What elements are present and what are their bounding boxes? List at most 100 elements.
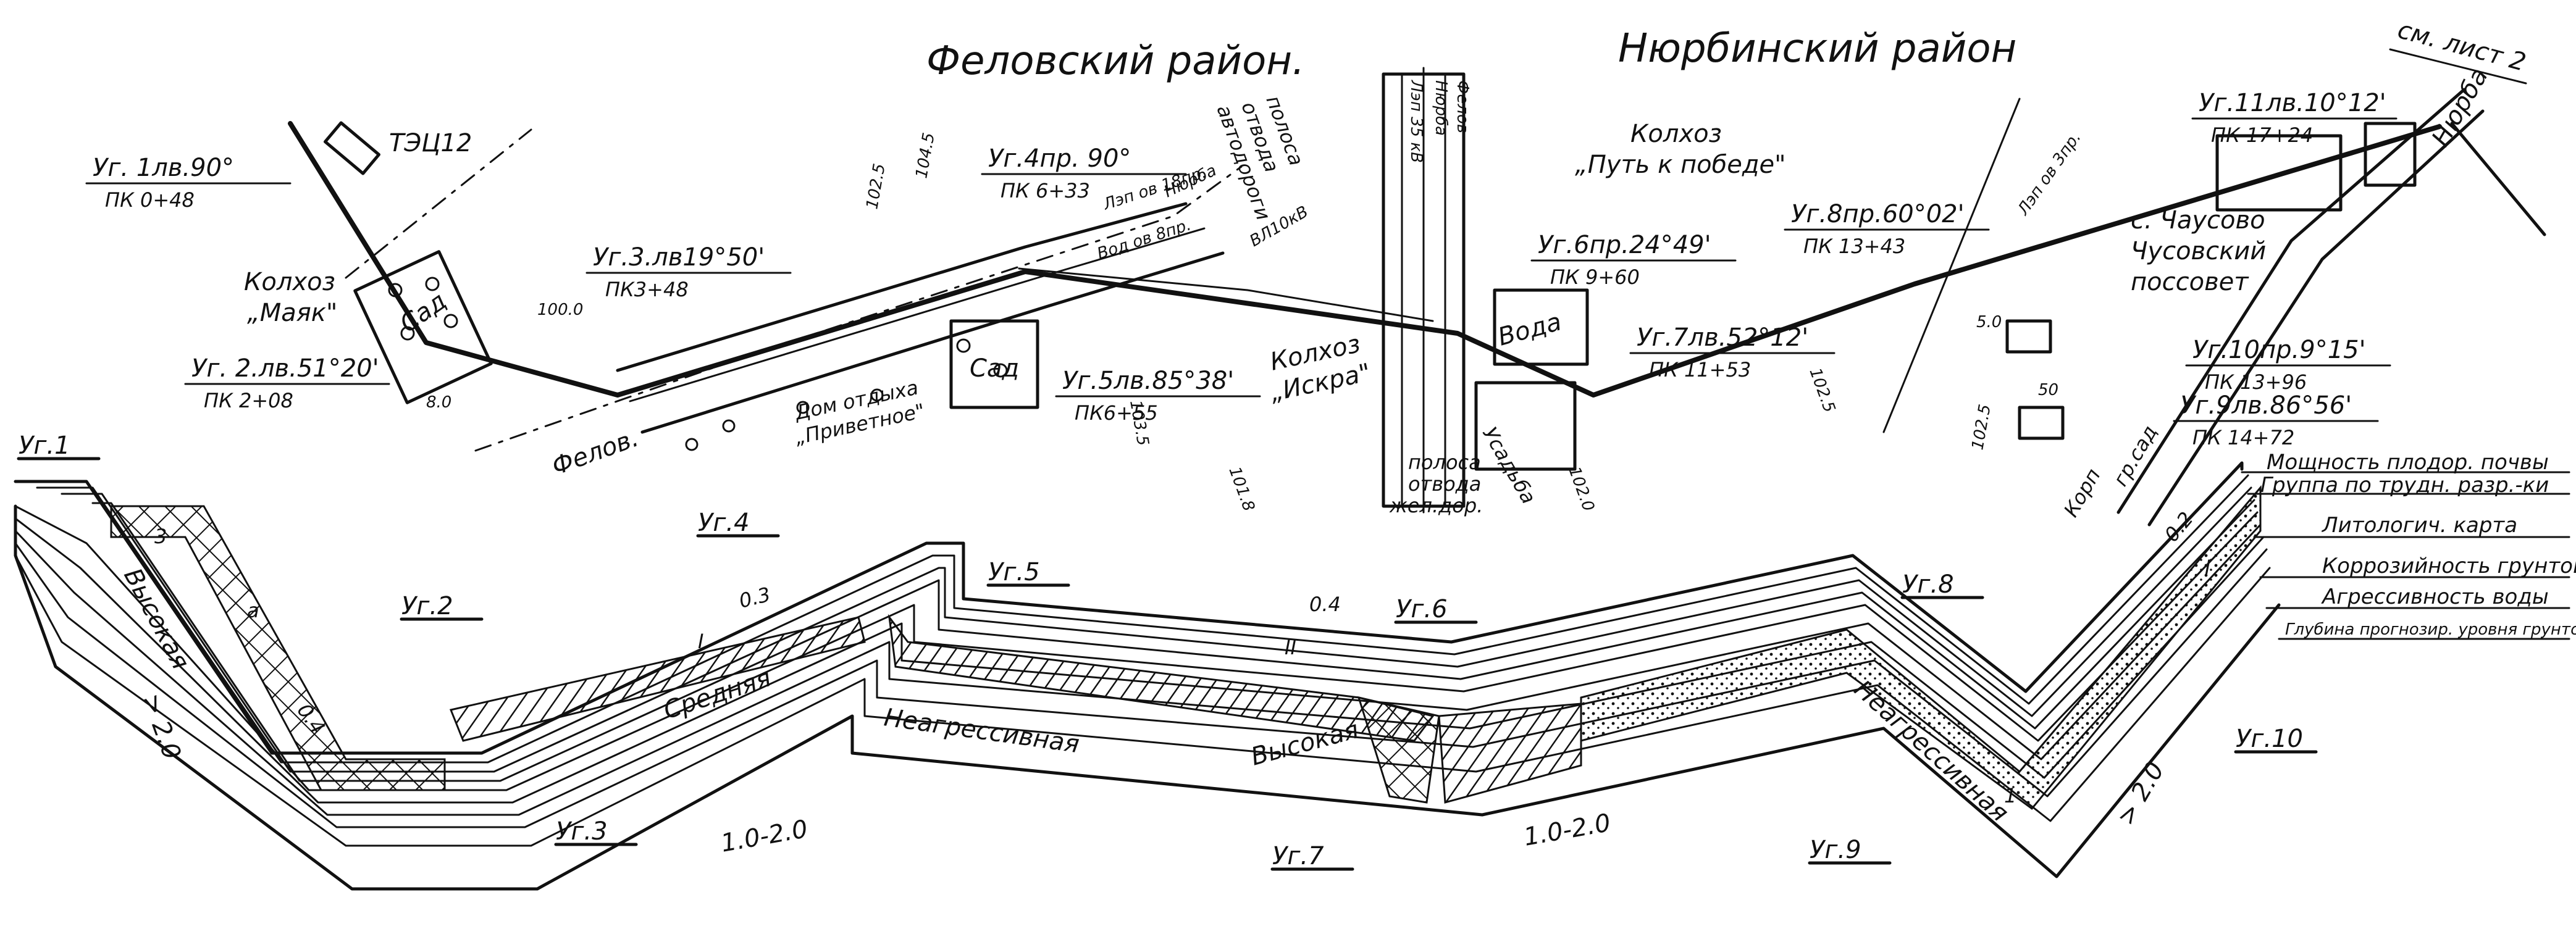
band-line-2 xyxy=(61,486,2252,773)
chausovo-block-2 xyxy=(2364,122,2417,187)
angle-callout-6: Уг.6пр.24°49' ПК 9+60 xyxy=(1530,231,1737,289)
val-grp-2: II xyxy=(1285,636,1296,659)
chausovo-block-3 xyxy=(2005,319,2052,354)
elev-11: 104.5 xyxy=(912,131,938,180)
elev-9: 50 xyxy=(2038,381,2058,399)
angle-callout-11: Уг.11лв.10°12' ПК 17+24 xyxy=(2191,89,2398,147)
elev-4: 101.8 xyxy=(1225,464,1258,514)
angle-label-6: Уг.6пр.24°49' xyxy=(1538,231,1711,259)
label-kolkhoz-mayak-name: „Маяк" xyxy=(247,299,337,327)
angle-label-2: Уг. 2.лв.51°20' xyxy=(191,354,379,383)
route-line xyxy=(288,121,2442,398)
angle-callout-7: Уг.7лв.52°12' ПК 11+53 xyxy=(1629,323,1836,381)
profile-angle-9: Уг.9 xyxy=(1810,836,1861,864)
angle-callout-9: Уг.9лв.86°56'ПК 14+72 xyxy=(2173,391,2379,449)
elev-7: 102.5 xyxy=(1805,365,1839,415)
band-line-6 xyxy=(14,530,2265,816)
zone-hatch-mid xyxy=(449,616,866,742)
angle-label-8: Уг.8пр.60°02' xyxy=(1791,200,1965,228)
val-grp-3: I xyxy=(2205,556,2210,579)
profile-angle-1: Уг.1 xyxy=(19,431,70,460)
profile-angle-8: Уг.8 xyxy=(1902,570,1954,599)
label-korp: Корп xyxy=(2059,465,2105,521)
val-lbl-3: 3 xyxy=(154,525,167,548)
profile-angle-7: Уг.7 xyxy=(1272,842,1324,870)
label-nyurba-road: Нюрба xyxy=(2427,63,2494,151)
profile-angle-6: Уг.6 xyxy=(1396,595,1448,623)
angle-label-1: Уг. 1лв.90° xyxy=(93,154,234,182)
angle-label-10: Уг.10пр.9°15' xyxy=(2192,336,2366,364)
profile-angle-3: Уг.3 xyxy=(556,817,608,846)
val-grp-4: 1 xyxy=(2004,784,2016,807)
zone-cross-mid xyxy=(1357,696,1440,804)
angle-callout-10: Уг.10пр.9°15'ПК 13+96 xyxy=(2185,336,2391,394)
boundary-dashed-1 xyxy=(474,165,1243,452)
band-label-litho: Литологич. карта xyxy=(2321,513,2517,538)
chausovo-block-4 xyxy=(2018,406,2065,440)
angle-label-9: Уг.9лв.86°56' xyxy=(2180,391,2352,420)
road-band-lower xyxy=(640,251,1225,434)
label-kolkhoz-put: Колхоз xyxy=(1630,120,1722,148)
elev-2: 8.0 xyxy=(426,393,451,412)
label-sad-2: Сад xyxy=(970,354,1019,383)
angle-label-3: Уг.3.лв19°50' xyxy=(593,243,765,272)
band-label-depth: Глубина прогнозир. уровня грунтовых вод xyxy=(2285,620,2576,639)
angle-callout-8: Уг.8пр.60°02' ПК 13+43 xyxy=(1784,200,1990,258)
band-line-4 xyxy=(14,505,2259,791)
label-lep-5: Лэп ов 3пр. xyxy=(2014,128,2085,219)
label-voda: Вода xyxy=(1495,307,1564,351)
label-polosa-b2: отвода xyxy=(1408,472,1481,496)
elev-10: 102.5 xyxy=(1968,403,1994,452)
angle-label-11: Уг.11лв.10°12' xyxy=(2199,89,2386,117)
val-soil-03: 0.3 xyxy=(737,583,773,613)
profile-angle-markers: Уг.1Уг.2Уг.3Уг.4Уг.5Уг.6Уг.7Уг.8Уг.9Уг.1… xyxy=(17,431,2318,871)
band-line-1 xyxy=(36,474,2249,764)
band-line-3 xyxy=(91,499,2255,782)
angle-pk-3: ПК3+48 xyxy=(605,278,689,301)
elev-8: 5.0 xyxy=(1976,313,2002,331)
label-sad-1: Сад xyxy=(395,287,451,339)
right-feeder xyxy=(1882,98,2021,433)
val-soil-02: 0.2 xyxy=(2160,507,2198,546)
label-put-k-pobede: „Путь к победе" xyxy=(1575,151,1786,179)
profile-strip: Мощность плодор. почвы Группа по трудн. … xyxy=(14,450,2576,891)
sad-area-1 xyxy=(353,250,493,404)
band-line-7 xyxy=(14,542,2268,828)
val-depth-2: 1.0-2.0 xyxy=(719,815,810,858)
angle-pk-6: ПК 9+60 xyxy=(1550,265,1640,289)
usadba-area xyxy=(1474,381,1577,471)
profile-angle-5: Уг.5 xyxy=(988,558,1040,586)
district-felov: Феловский район. xyxy=(926,38,1304,84)
band-line-8 xyxy=(14,554,2271,847)
label-chusovskiy: Чусовский xyxy=(2131,237,2266,265)
zone-dots xyxy=(1580,485,2262,810)
label-tets: ТЭЦ12 xyxy=(389,129,472,157)
angle-callout-4: Уг.4пр. 90°ПК 6+33 xyxy=(981,144,1187,202)
angle-label-4: Уг.4пр. 90° xyxy=(988,144,1131,173)
band-label-aggression: Агрессивность воды xyxy=(2321,585,2549,609)
angle-callout-5: Уг.5лв.85°38'ПК6+55 xyxy=(1055,367,1261,425)
elev-3: 102.5 xyxy=(863,162,889,211)
band-label-corrosion: Коррозийность грунтов xyxy=(2322,554,2576,578)
voda-area xyxy=(1493,288,1589,366)
road-band-inner xyxy=(629,227,1206,402)
label-chausovo: с. Чаусово xyxy=(2131,206,2265,235)
label-polosa-b3: жел.дор. xyxy=(1389,494,1483,517)
district-nyurba: Нюрбинский район xyxy=(1618,26,2016,72)
profile-angle-4: Уг.4 xyxy=(698,509,750,537)
angle-pk-7: ПК 11+53 xyxy=(1649,358,1751,381)
angle-label-7: Уг.7лв.52°12' xyxy=(1637,323,1808,352)
label-rail-3: Фелов xyxy=(1453,80,1472,133)
angle-pk-2: ПК 2+08 xyxy=(204,389,293,412)
tets-building xyxy=(324,121,380,175)
sheet-ref-underline xyxy=(2389,48,2527,85)
chausovo-block-1 xyxy=(2215,134,2343,212)
band-label-group: Группа по трудн. разр.-ки xyxy=(2260,473,2549,498)
angle-pk-11: ПК 17+24 xyxy=(2211,123,2313,147)
angle-pk-8: ПК 13+43 xyxy=(1803,235,1905,258)
val-depth-4: > 2.0 xyxy=(2112,757,2170,830)
right-road-2 xyxy=(2147,109,2485,527)
label-possovet: поссовет xyxy=(2131,268,2249,296)
